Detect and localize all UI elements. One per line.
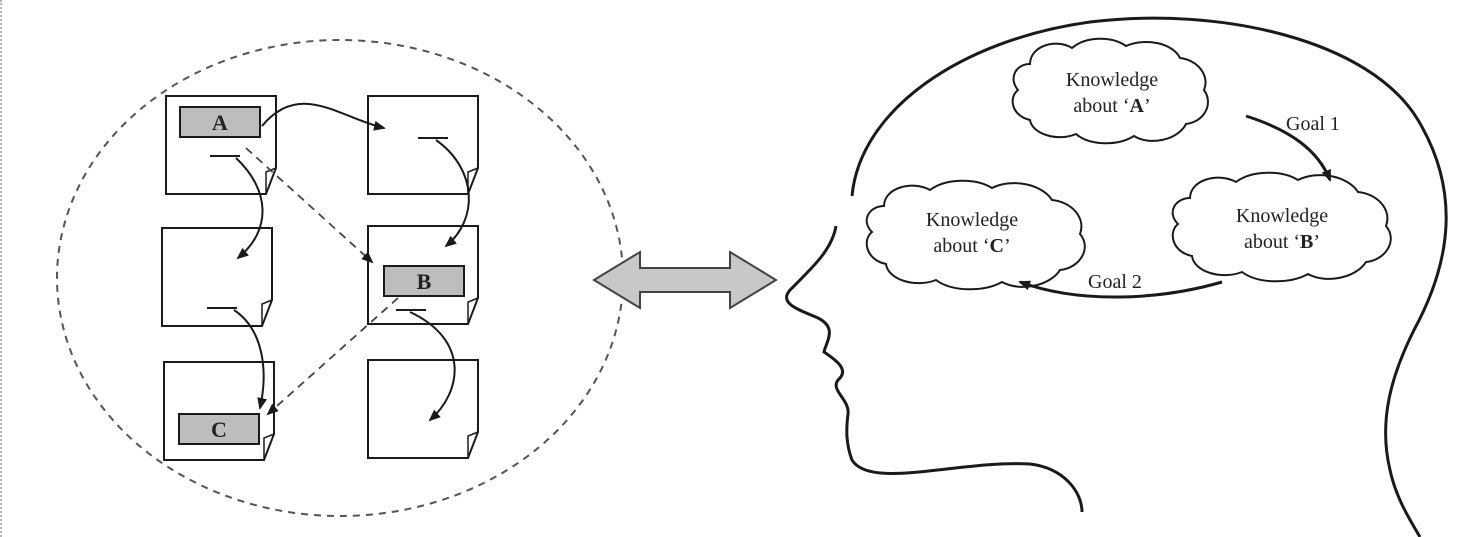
link-arrow-a-to-page2 bbox=[261, 102, 386, 131]
cloud-c-line1: Knowledge bbox=[926, 209, 1018, 231]
link-arrow-page2-to-b bbox=[435, 139, 470, 248]
knowledge-cloud-c: Knowledge about ‘C’ bbox=[865, 179, 1086, 291]
goal-2-arrow bbox=[1018, 280, 1223, 299]
link-arrow-b-to-page6 bbox=[409, 311, 456, 422]
label-box-b bbox=[383, 265, 465, 297]
document-page-c: C bbox=[163, 361, 275, 461]
face-profile-outline bbox=[785, 225, 1084, 513]
label-box-c bbox=[178, 413, 260, 445]
cloud-b-line1: Knowledge bbox=[1236, 205, 1328, 227]
goal-2-label: Goal 2 bbox=[1088, 271, 1142, 293]
cloud-b-line2: about ‘B’ bbox=[1244, 231, 1320, 253]
link-arrow-page3-to-c bbox=[233, 309, 268, 410]
document-collection: A B C bbox=[56, 39, 624, 517]
label-b-text: B bbox=[417, 269, 432, 294]
bidirectional-arrow bbox=[592, 250, 778, 310]
head-profile-outline bbox=[850, 16, 1448, 537]
dashed-path-a-to-b bbox=[245, 147, 374, 264]
goal-1-arrow bbox=[1245, 114, 1332, 182]
knowledge-cloud-a: Knowledge about ‘A’ bbox=[1011, 37, 1209, 145]
dashed-path-b-to-c bbox=[266, 297, 399, 416]
label-c-text: C bbox=[211, 417, 227, 442]
label-a-text: A bbox=[212, 110, 228, 135]
page-edge-dotted-line bbox=[0, 0, 2, 537]
cloud-a-line2: about ‘A’ bbox=[1073, 95, 1150, 117]
label-box-a bbox=[179, 106, 261, 138]
document-page-a: A bbox=[165, 95, 277, 195]
cloud-c-line2: about ‘C’ bbox=[933, 235, 1010, 257]
knowledge-cloud-b: Knowledge about ‘B’ bbox=[1171, 171, 1392, 283]
document-page-3 bbox=[161, 227, 273, 327]
document-page-6 bbox=[367, 359, 479, 459]
link-arrow-a-to-page3 bbox=[235, 157, 264, 260]
goal-1-label: Goal 1 bbox=[1286, 113, 1340, 135]
document-page-2 bbox=[367, 95, 479, 195]
cloud-a-line1: Knowledge bbox=[1066, 69, 1158, 91]
